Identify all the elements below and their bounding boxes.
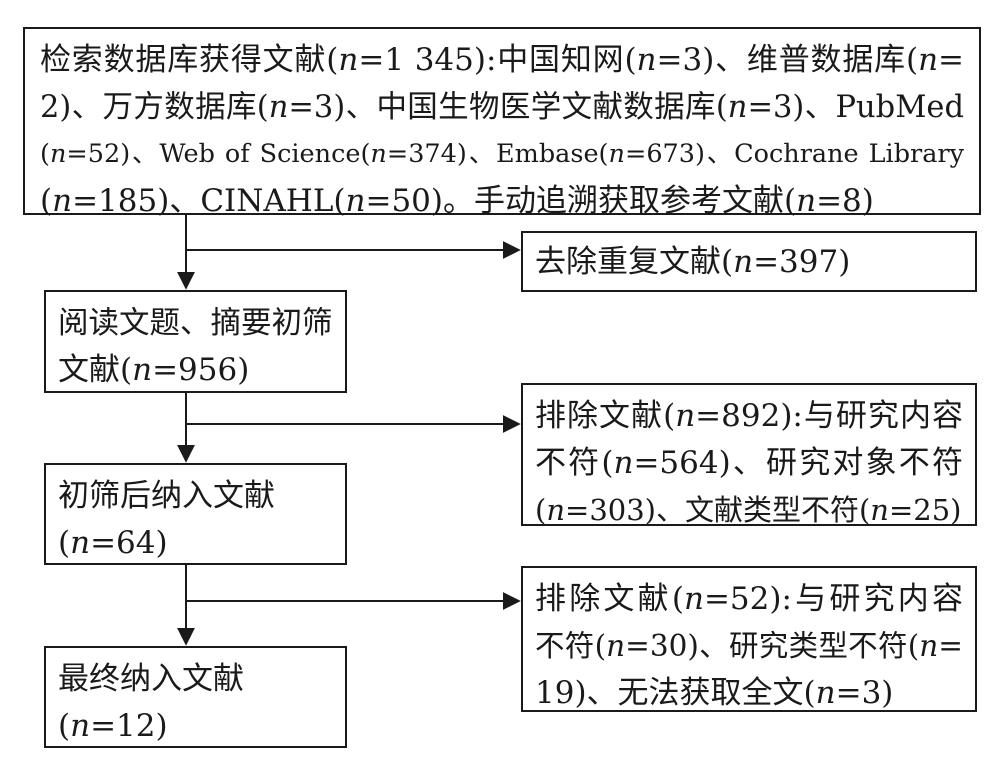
final-line-1: 最终纳入文献 xyxy=(58,661,244,697)
excluded-2-line-3: 19)、无法获取全文(n=3) xyxy=(535,675,894,711)
included-line-1: 初筛后纳入文献 xyxy=(58,478,275,514)
excluded-1-line-2: 不符(n=564)、研究对象不符 xyxy=(535,445,963,481)
excluded-2-line-1: 排除文献(n=52):与研究内容 xyxy=(535,581,963,617)
excluded-2-line-2: 不符(n=30)、研究类型不符(n= xyxy=(535,629,963,663)
screened-records-box: 阅读文题、摘要初筛 文献(n=956) xyxy=(44,290,347,393)
search-records-box: 检索数据库获得文献(n=1 345):中国知网(n=3)、维普数据库(n= 2)… xyxy=(23,27,981,219)
excluded-title-abstract-box: 排除文献(n=892):与研究内容 不符(n=564)、研究对象不符 (n=30… xyxy=(521,383,977,527)
final-included-box: 最终纳入文献 (n=12) xyxy=(44,646,347,748)
search-line-2: 2)、万方数据库(n=3)、中国生物医学文献数据库(n=3)、PubMed xyxy=(40,90,965,125)
duplicates-line-1: 去除重复文献(n=397) xyxy=(535,244,851,280)
search-line-4: (n=185)、CINAHL(n=50)。手动追溯获取参考文献(n=8) xyxy=(40,183,874,219)
search-line-1: 检索数据库获得文献(n=1 345):中国知网(n=3)、维普数据库(n= xyxy=(40,42,965,78)
duplicates-removed-box: 去除重复文献(n=397) xyxy=(521,231,977,292)
included-line-2: (n=64) xyxy=(58,525,168,561)
excluded-full-text-box: 排除文献(n=52):与研究内容 不符(n=30)、研究类型不符(n= 19)、… xyxy=(521,566,977,712)
screened-line-2: 文献(n=956) xyxy=(58,352,250,388)
excluded-1-line-3: (n=303)、文献类型不符(n=25) xyxy=(535,493,962,527)
search-line-3: (n=52)、Web of Science(n=374)、Embase(n=67… xyxy=(40,139,965,169)
screened-line-1: 阅读文题、摘要初筛 xyxy=(58,306,333,341)
excluded-1-line-1: 排除文献(n=892):与研究内容 xyxy=(535,398,963,434)
included-after-screening-box: 初筛后纳入文献 (n=64) xyxy=(44,463,347,565)
final-line-2: (n=12) xyxy=(58,708,168,744)
